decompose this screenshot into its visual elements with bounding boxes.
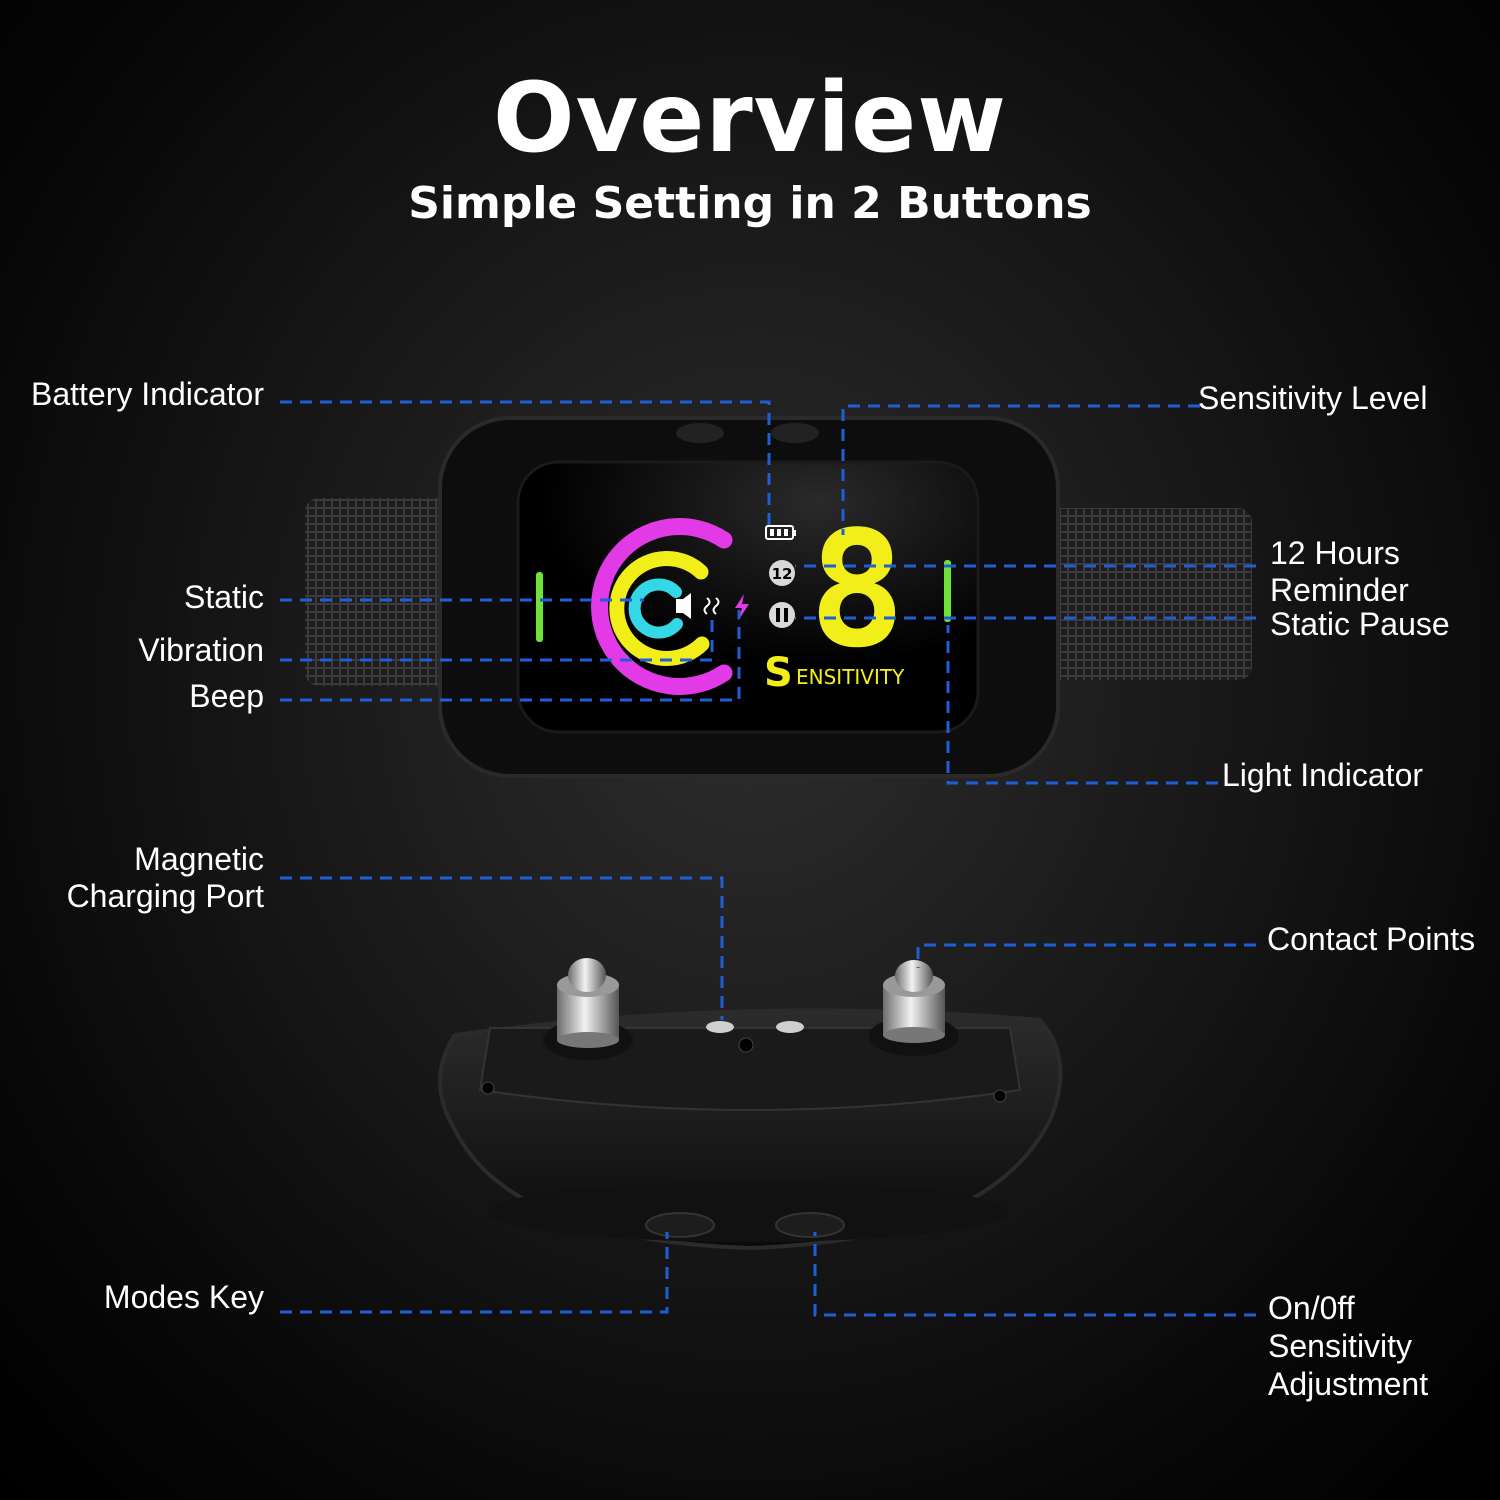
label-onoff-line3: Adjustment [1268,1366,1429,1402]
lightning-icon [735,594,749,621]
top-button-right[interactable] [771,423,819,443]
device-back [438,958,1063,1251]
battery-icon [765,525,796,540]
label-modes-key: Modes Key [103,1279,264,1315]
onoff-button[interactable] [775,1212,845,1238]
label-magnetic-line2: Charging Port [66,878,264,914]
reminder-badge-text: 12 [772,565,793,583]
static-ring [591,518,733,695]
leader-lines [280,400,1256,1317]
label-reminder-line2: Reminder [1270,572,1409,608]
leader-onoff [813,1232,1256,1317]
label-onoff-line2: Sensitivity [1268,1328,1413,1364]
pause-icon [769,602,795,628]
modes-key-button[interactable] [645,1212,715,1238]
label-static: Static [183,579,264,615]
light-indicator-right [944,560,951,622]
leader-light [946,625,1218,785]
charging-pad-right [776,1021,804,1033]
page-subtitle: Simple Setting in 2 Buttons [408,178,1092,229]
charging-pad-left [706,1021,734,1033]
leader-sensitivity-level [841,404,1200,535]
label-light-indicator: Light Indicator [1222,757,1424,793]
page-title: Overview [493,62,1007,174]
label-sensitivity-level: Sensitivity Level [1198,380,1428,416]
leader-battery [280,400,771,525]
label-onoff-line1: On/0ff [1268,1290,1355,1326]
beep-ring [628,578,683,639]
collar-strap [305,498,1252,686]
vibration-icon [703,597,720,615]
label-contact-points: Contact Points [1267,921,1476,957]
sensitivity-digit: 8 [809,496,905,683]
leader-vibration [280,615,714,662]
label-beep: Beep [189,678,264,714]
light-indicator-left [536,572,543,642]
contact-point-right [869,960,959,1056]
leader-modes [280,1232,669,1314]
label-magnetic-line1: Magnetic [134,841,264,877]
speaker-icon [676,593,691,619]
contact-point-left [543,958,633,1060]
top-button-left[interactable] [676,423,724,443]
sensitivity-initial: S [764,650,793,696]
lcd-screen [516,460,980,734]
label-vibration: Vibration [138,632,264,668]
label-reminder-line1: 12 Hours [1270,535,1400,571]
label-static-pause: Static Pause [1270,606,1450,642]
vibration-ring [609,551,710,666]
reminder-icon [769,560,795,586]
leader-charging [280,876,724,1020]
leader-contact [916,943,1256,968]
device-front: 12 8 S ENSITIVITY [438,416,1060,778]
sensitivity-text: ENSITIVITY [796,665,905,689]
label-battery-indicator: Battery Indicator [31,376,264,412]
